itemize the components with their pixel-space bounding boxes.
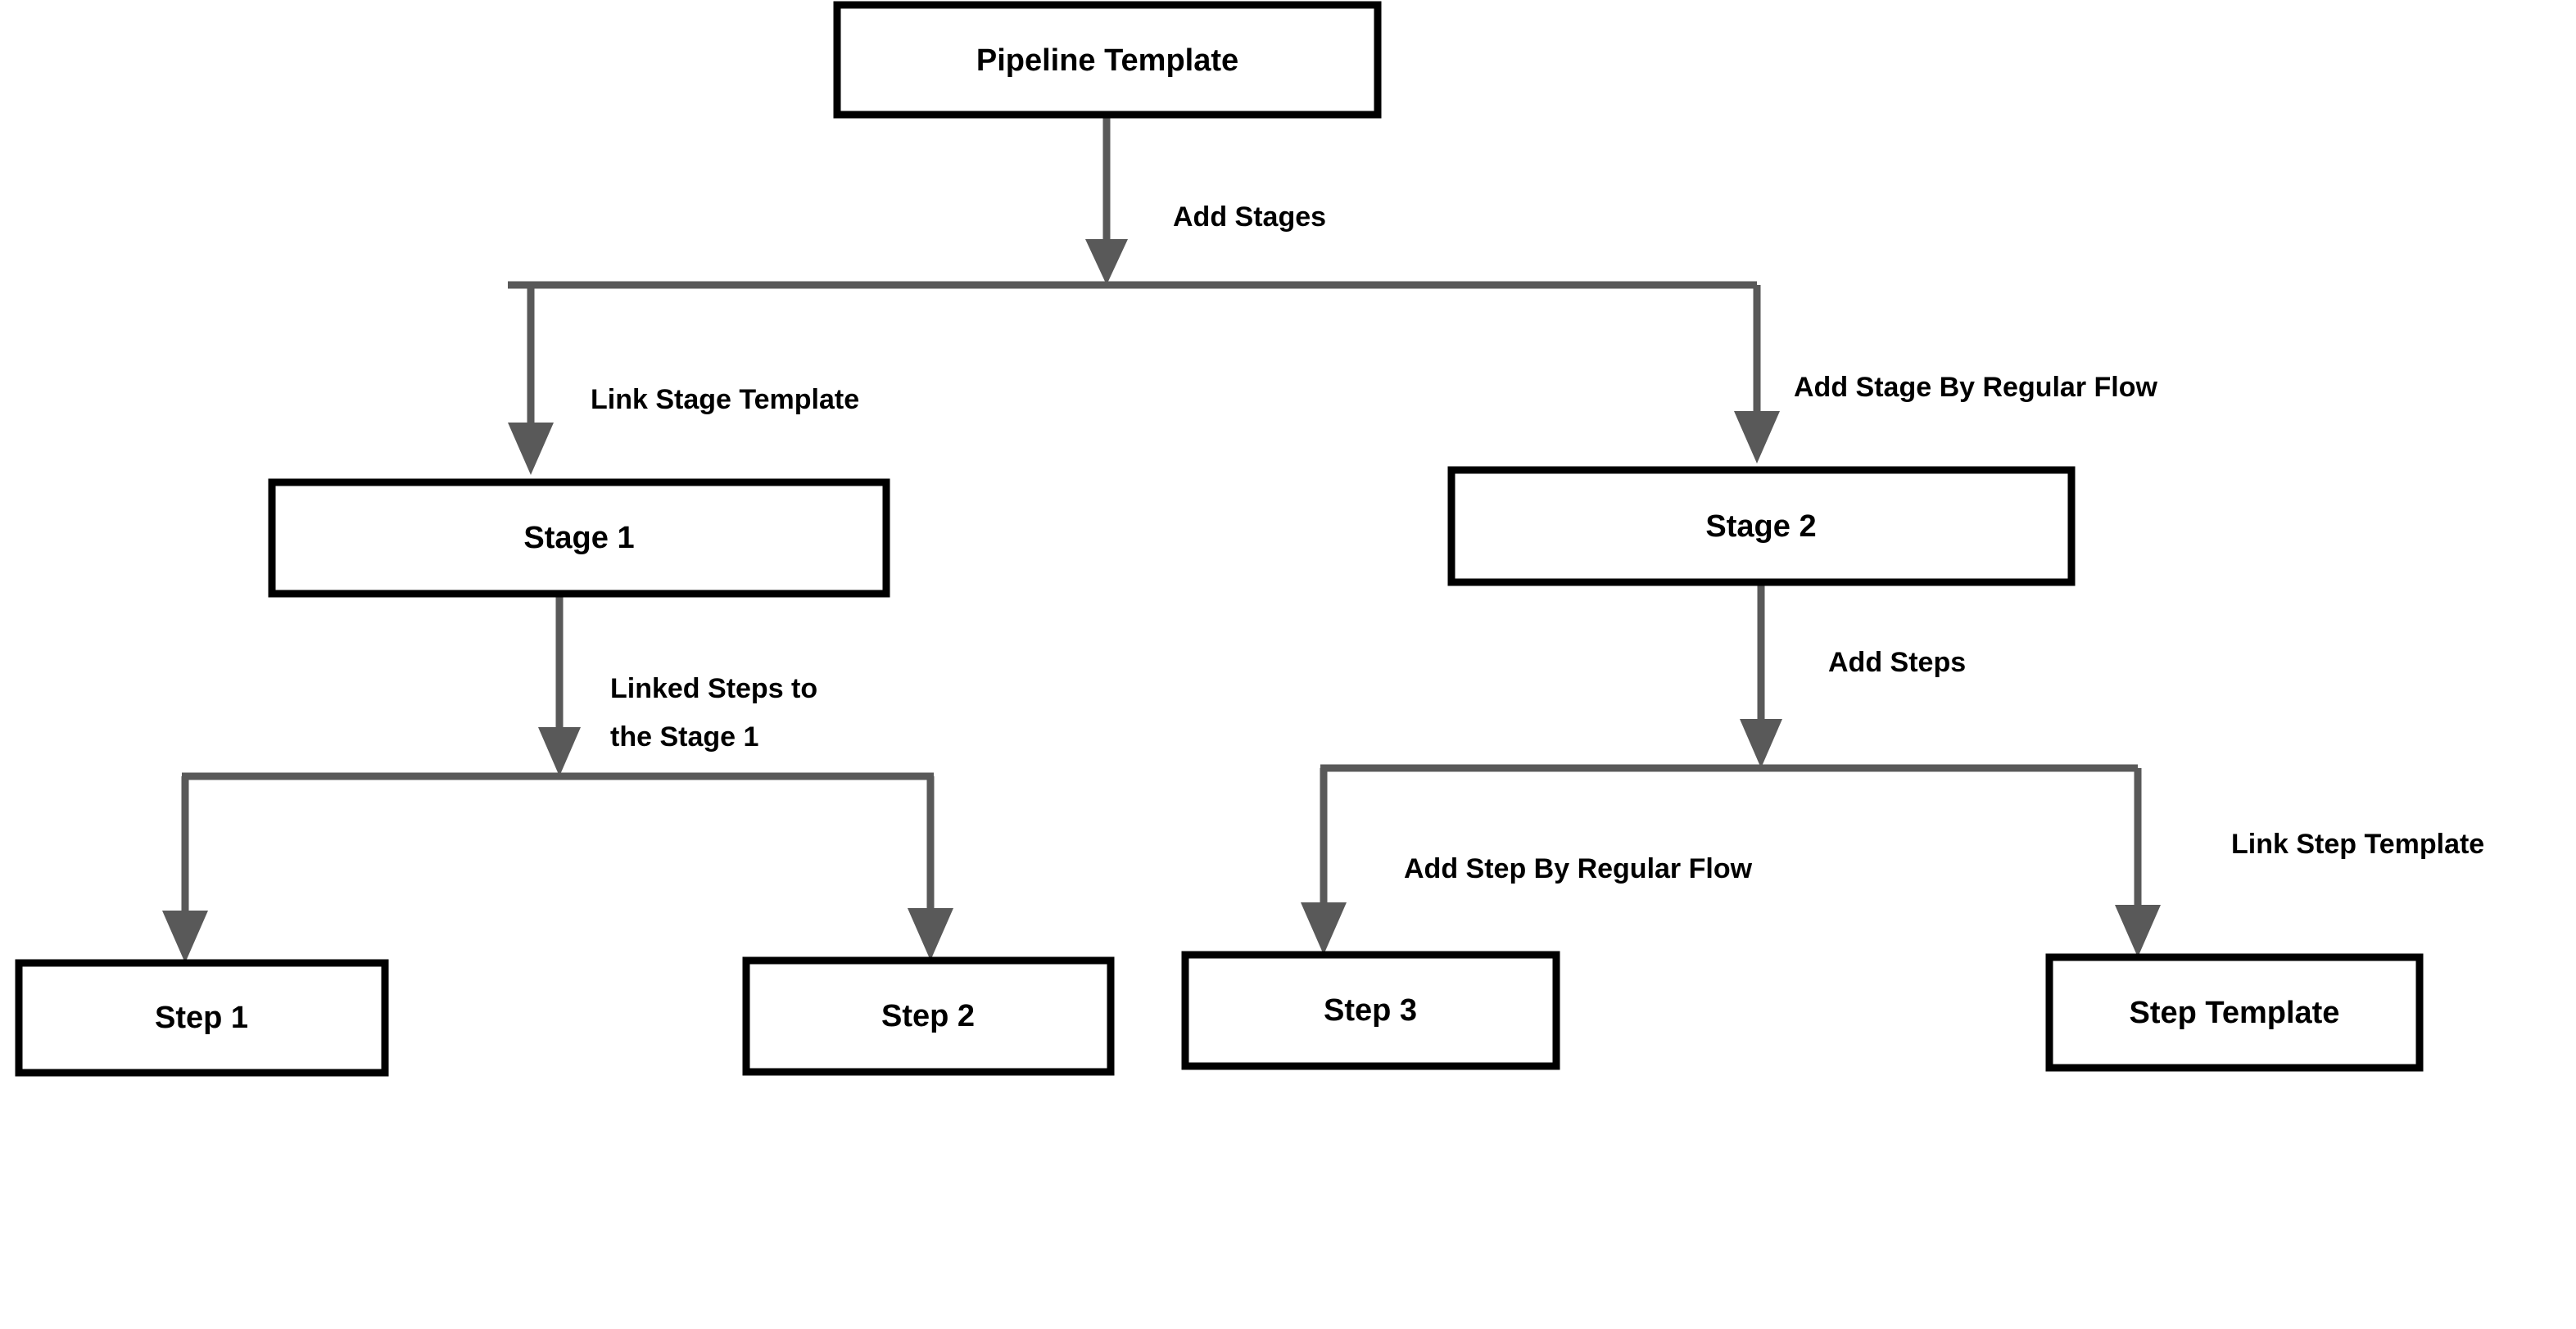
edge-label-link-stage-template: Link Stage Template bbox=[591, 384, 859, 415]
node-stage-1[interactable] bbox=[268, 478, 890, 598]
node-step-1[interactable] bbox=[15, 959, 389, 1077]
arrowhead-stage1-to-split bbox=[538, 727, 581, 776]
edge-stage1-to-steps bbox=[162, 595, 953, 963]
node-stage-2-label: Stage 2 bbox=[1705, 509, 1816, 544]
node-step-template-label: Step Template bbox=[2130, 996, 2340, 1030]
arrowhead-step-1 bbox=[162, 911, 208, 963]
node-pipeline-template[interactable] bbox=[833, 1, 1382, 119]
node-step-2-label: Step 2 bbox=[881, 999, 975, 1033]
edge-label-link-step-template: Link Step Template bbox=[2231, 829, 2484, 860]
node-step-template[interactable] bbox=[2045, 953, 2424, 1072]
node-stage-2[interactable] bbox=[1447, 466, 2076, 586]
arrowhead-step-template bbox=[2115, 905, 2161, 957]
edge-label-add-stages: Add Stages bbox=[1173, 201, 1326, 233]
edge-label-add-steps: Add Steps bbox=[1828, 647, 1966, 678]
arrowhead-stage-1 bbox=[508, 423, 554, 475]
node-stage-1-label: Stage 1 bbox=[523, 521, 634, 555]
arrowhead-stage2-to-split bbox=[1740, 719, 1782, 768]
arrowhead-stage-2 bbox=[1734, 411, 1780, 463]
edge-label-linked-steps-to-stage-1-line2: the Stage 1 bbox=[610, 721, 758, 753]
node-step-1-label: Step 1 bbox=[155, 1001, 248, 1035]
edge-stage2-to-steps bbox=[1301, 583, 2161, 957]
node-pipeline-template-label: Pipeline Template bbox=[976, 43, 1238, 78]
node-step-2[interactable] bbox=[742, 956, 1115, 1076]
node-step-3-label: Step 3 bbox=[1324, 993, 1417, 1028]
arrowhead-step-3 bbox=[1301, 902, 1347, 955]
arrowhead-pipeline-to-split bbox=[1085, 239, 1128, 285]
edge-label-add-stage-by-regular-flow: Add Stage By Regular Flow bbox=[1794, 372, 2157, 403]
edge-label-linked-steps-to-stage-1-line1: Linked Steps to bbox=[610, 673, 817, 704]
edge-pipeline-to-stages bbox=[508, 115, 1780, 475]
arrowhead-step-2 bbox=[908, 908, 953, 961]
node-step-3[interactable] bbox=[1181, 951, 1560, 1070]
edge-label-add-step-by-regular-flow: Add Step By Regular Flow bbox=[1404, 853, 1753, 884]
